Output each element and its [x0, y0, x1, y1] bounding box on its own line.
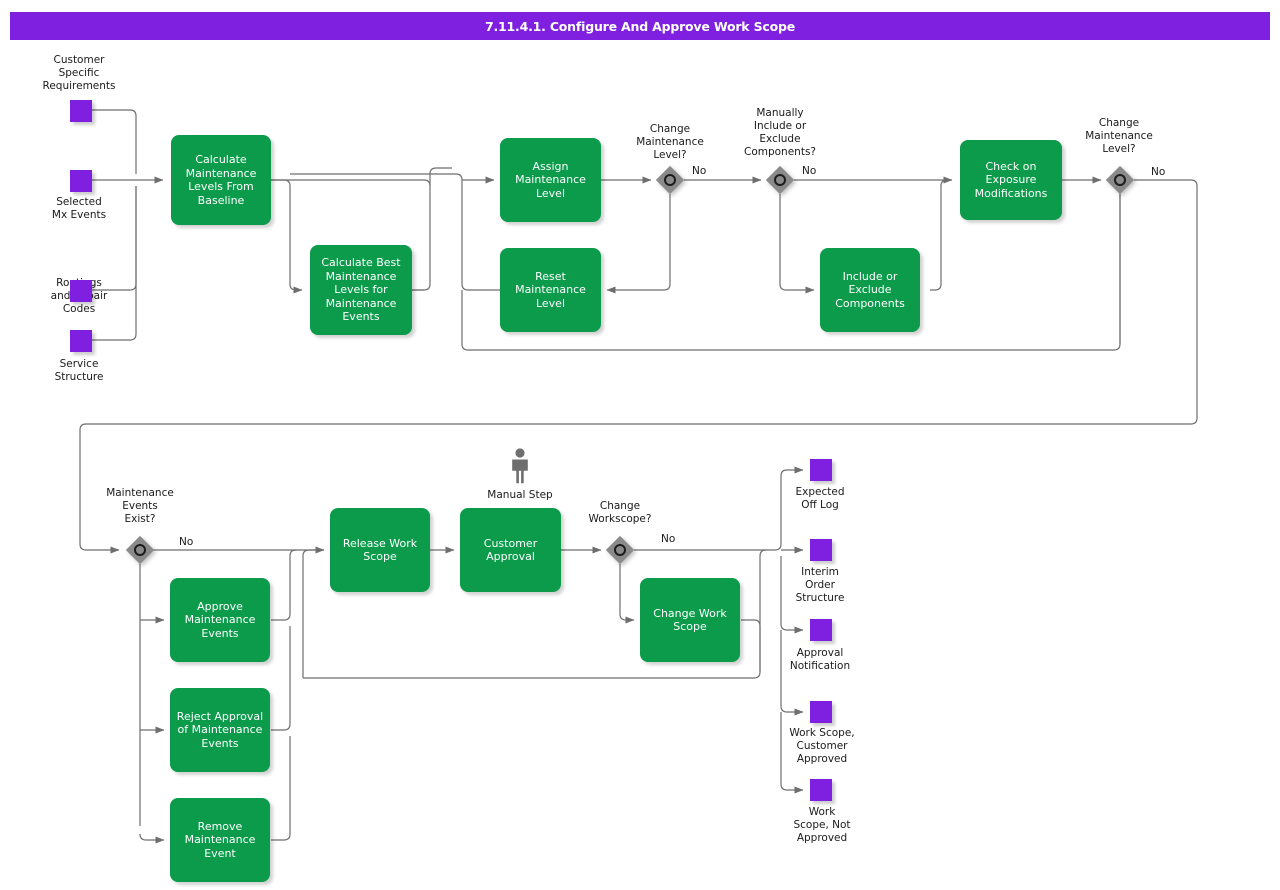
gateway-ring-icon: [774, 174, 786, 186]
gateway-ring-icon: [614, 544, 626, 556]
proc-check-on-exposure-modifications[interactable]: Check on Exposure Modifications: [960, 140, 1062, 220]
out-work-scope-customer-approved[interactable]: [810, 701, 832, 723]
proc-remove-maintenance-event[interactable]: Remove Maintenance Event: [170, 798, 270, 882]
input-label-service-structure: Service Structure: [54, 358, 104, 383]
proc-change-work-scope[interactable]: Change Work Scope: [640, 578, 740, 662]
input-label-customer-specific-requirements: Customer Specific Requirements: [42, 54, 116, 92]
proc-calculate-maintenance-levels-from-baseline[interactable]: Calculate Maintenance Levels From Baseli…: [171, 135, 271, 225]
gateway-label-change-workscope: Change Workscope?: [588, 500, 652, 525]
gateway-label-change-maintenance-level-1: Change Maintenance Level?: [636, 123, 704, 161]
proc-approve-maintenance-events[interactable]: Approve Maintenance Events: [170, 578, 270, 662]
gateway-label-maintenance-events-exist: Maintenance Events Exist?: [106, 487, 174, 525]
edge-label-no-4: No: [179, 536, 194, 548]
out-interim-order-structure[interactable]: [810, 539, 832, 561]
edge-label-no-1: No: [692, 165, 707, 177]
manual-step-person-icon: [512, 448, 528, 484]
gateway-ring-icon: [664, 174, 676, 186]
gateway-ring-icon: [134, 544, 146, 556]
gw-maintenance-events-exist[interactable]: [125, 535, 155, 565]
output-label-work-scope-customer-approved: Work Scope, Customer Approved: [789, 727, 855, 765]
gateway-ring-icon: [1114, 174, 1126, 186]
proc-customer-approval[interactable]: Customer Approval: [460, 508, 561, 592]
gw-change-maintenance-level-1[interactable]: [655, 165, 685, 195]
page-title: 7.11.4.1. Configure And Approve Work Sco…: [10, 12, 1270, 40]
in-routings-and-repair-codes[interactable]: [70, 330, 92, 352]
gw-manually-include-or-exclude-components[interactable]: [765, 165, 795, 195]
edge-label-no-3: No: [1151, 166, 1166, 178]
in-customer-specific-requirements[interactable]: [70, 100, 92, 122]
gw-change-workscope[interactable]: [605, 535, 635, 565]
proc-calculate-best-maintenance-levels[interactable]: Calculate Best Maintenance Levels for Ma…: [310, 245, 412, 335]
output-label-work-scope-not-approved: Work Scope, Not Approved: [793, 806, 851, 844]
proc-include-or-exclude-components[interactable]: Include or Exclude Components: [820, 248, 920, 332]
proc-reset-maintenance-level[interactable]: Reset Maintenance Level: [500, 248, 601, 332]
proc-reject-approval-of-maintenance-events[interactable]: Reject Approval of Maintenance Events: [170, 688, 270, 772]
out-approval-notification[interactable]: [810, 619, 832, 641]
output-label-interim-order-structure: Interim Order Structure: [795, 566, 845, 604]
edge-label-no-5: No: [661, 533, 676, 545]
edge-label-no-2: No: [802, 165, 817, 177]
output-label-approval-notification: Approval Notification: [789, 647, 851, 672]
proc-assign-maintenance-level[interactable]: Assign Maintenance Level: [500, 138, 601, 222]
out-expected-off-log[interactable]: [810, 459, 832, 481]
output-label-expected-off-log: Expected Off Log: [795, 486, 845, 511]
out-work-scope-not-approved[interactable]: [810, 779, 832, 801]
gateway-label-manually-include-or-exclude: Manually Include or Exclude Components?: [743, 107, 816, 158]
proc-release-work-scope[interactable]: Release Work Scope: [330, 508, 430, 592]
in-selected-mx-events[interactable]: [70, 170, 92, 192]
manual-step-label: Manual Step: [487, 489, 553, 501]
input-label-selected-mx-events: Selected Mx Events: [51, 196, 107, 221]
gw-change-maintenance-level-2[interactable]: [1105, 165, 1135, 195]
gateway-label-change-maintenance-level-2: Change Maintenance Level?: [1085, 117, 1153, 155]
in-service-structure-square[interactable]: [70, 280, 92, 302]
